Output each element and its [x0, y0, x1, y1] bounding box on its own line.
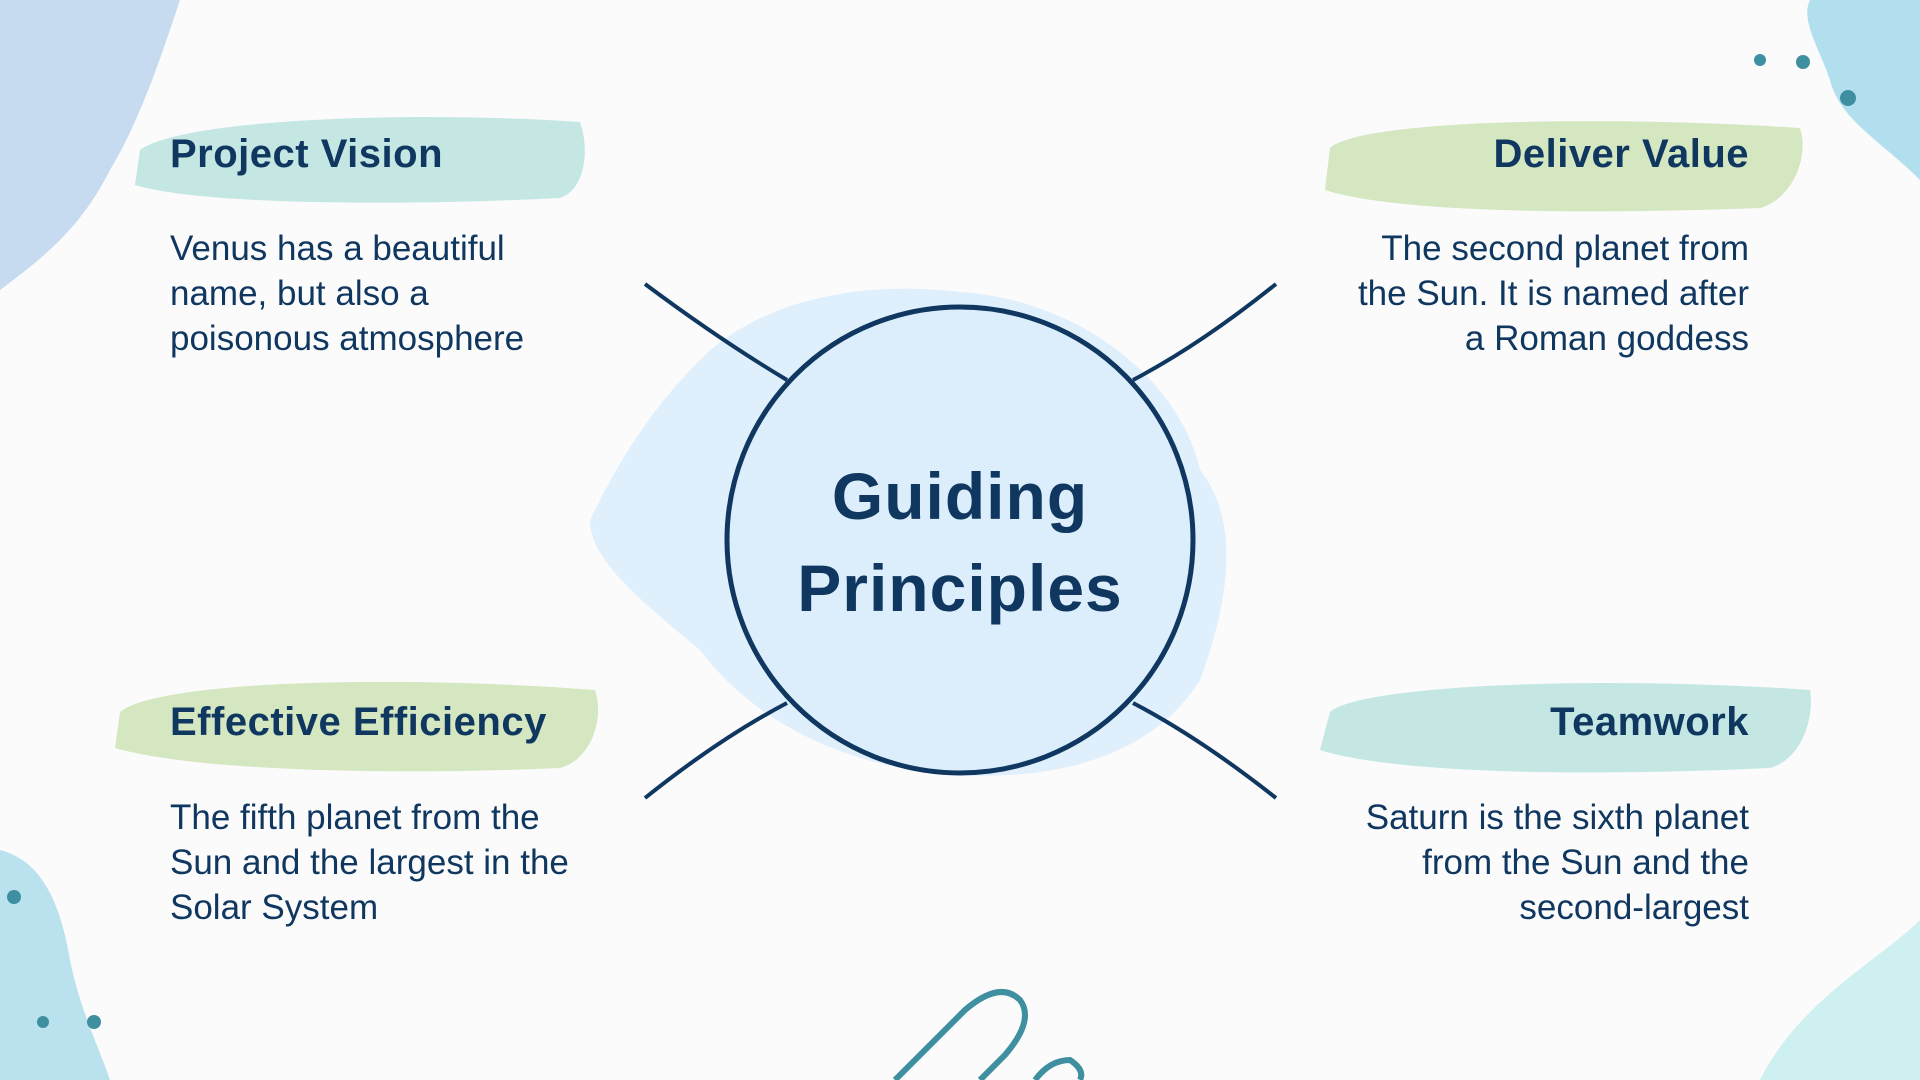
heading-teamwork: Teamwork — [1550, 700, 1749, 744]
text-line: The second planet from — [1381, 229, 1749, 268]
text-line: Sun and the largest in the — [170, 843, 569, 882]
brush-deliver-value — [1325, 121, 1803, 212]
watercolor-bottom-right — [1760, 920, 1920, 1080]
text-effective-efficiency: The fifth planet from the Sun and the la… — [170, 795, 690, 930]
brush-project-vision — [135, 117, 585, 203]
text-line: Venus has a beautiful — [170, 229, 505, 268]
paperclip-icon — [892, 989, 1085, 1080]
text-line: poisonous atmosphere — [170, 319, 525, 358]
text-line: the Sun. It is named after — [1357, 274, 1749, 313]
heading-deliver-value: Deliver Value — [1493, 132, 1749, 176]
text-line: The fifth planet from the — [170, 798, 540, 837]
text-line: from the Sun and the — [1422, 843, 1749, 882]
center-circle — [724, 304, 1196, 776]
title-line-1: Guiding — [831, 459, 1089, 533]
connector-lines — [643, 282, 1278, 800]
brush-effective-efficiency — [115, 681, 599, 772]
text-line: Saturn is the sixth planet — [1365, 798, 1749, 837]
text-teamwork: Saturn is the sixth planet from the Sun … — [1229, 795, 1749, 930]
watercolor-top-right — [1807, 0, 1920, 180]
text-line: a Roman goddess — [1464, 319, 1749, 358]
text-line: second-largest — [1519, 888, 1749, 927]
title-line-2: Principles — [797, 551, 1123, 625]
text-project-vision: Venus has a beautiful name, but also a p… — [170, 226, 640, 361]
text-deliver-value: The second planet from the Sun. It is na… — [1229, 226, 1749, 361]
text-line: Solar System — [170, 888, 379, 927]
heading-project-vision: Project Vision — [170, 132, 444, 176]
center-title: Guiding Principles — [760, 450, 1160, 634]
watercolor-top-left — [0, 0, 180, 290]
text-line: name, but also a — [170, 274, 429, 313]
brush-teamwork — [1320, 683, 1811, 773]
heading-effective-efficiency: Effective Efficiency — [170, 700, 547, 744]
watercolor-bottom-left — [0, 850, 110, 1080]
